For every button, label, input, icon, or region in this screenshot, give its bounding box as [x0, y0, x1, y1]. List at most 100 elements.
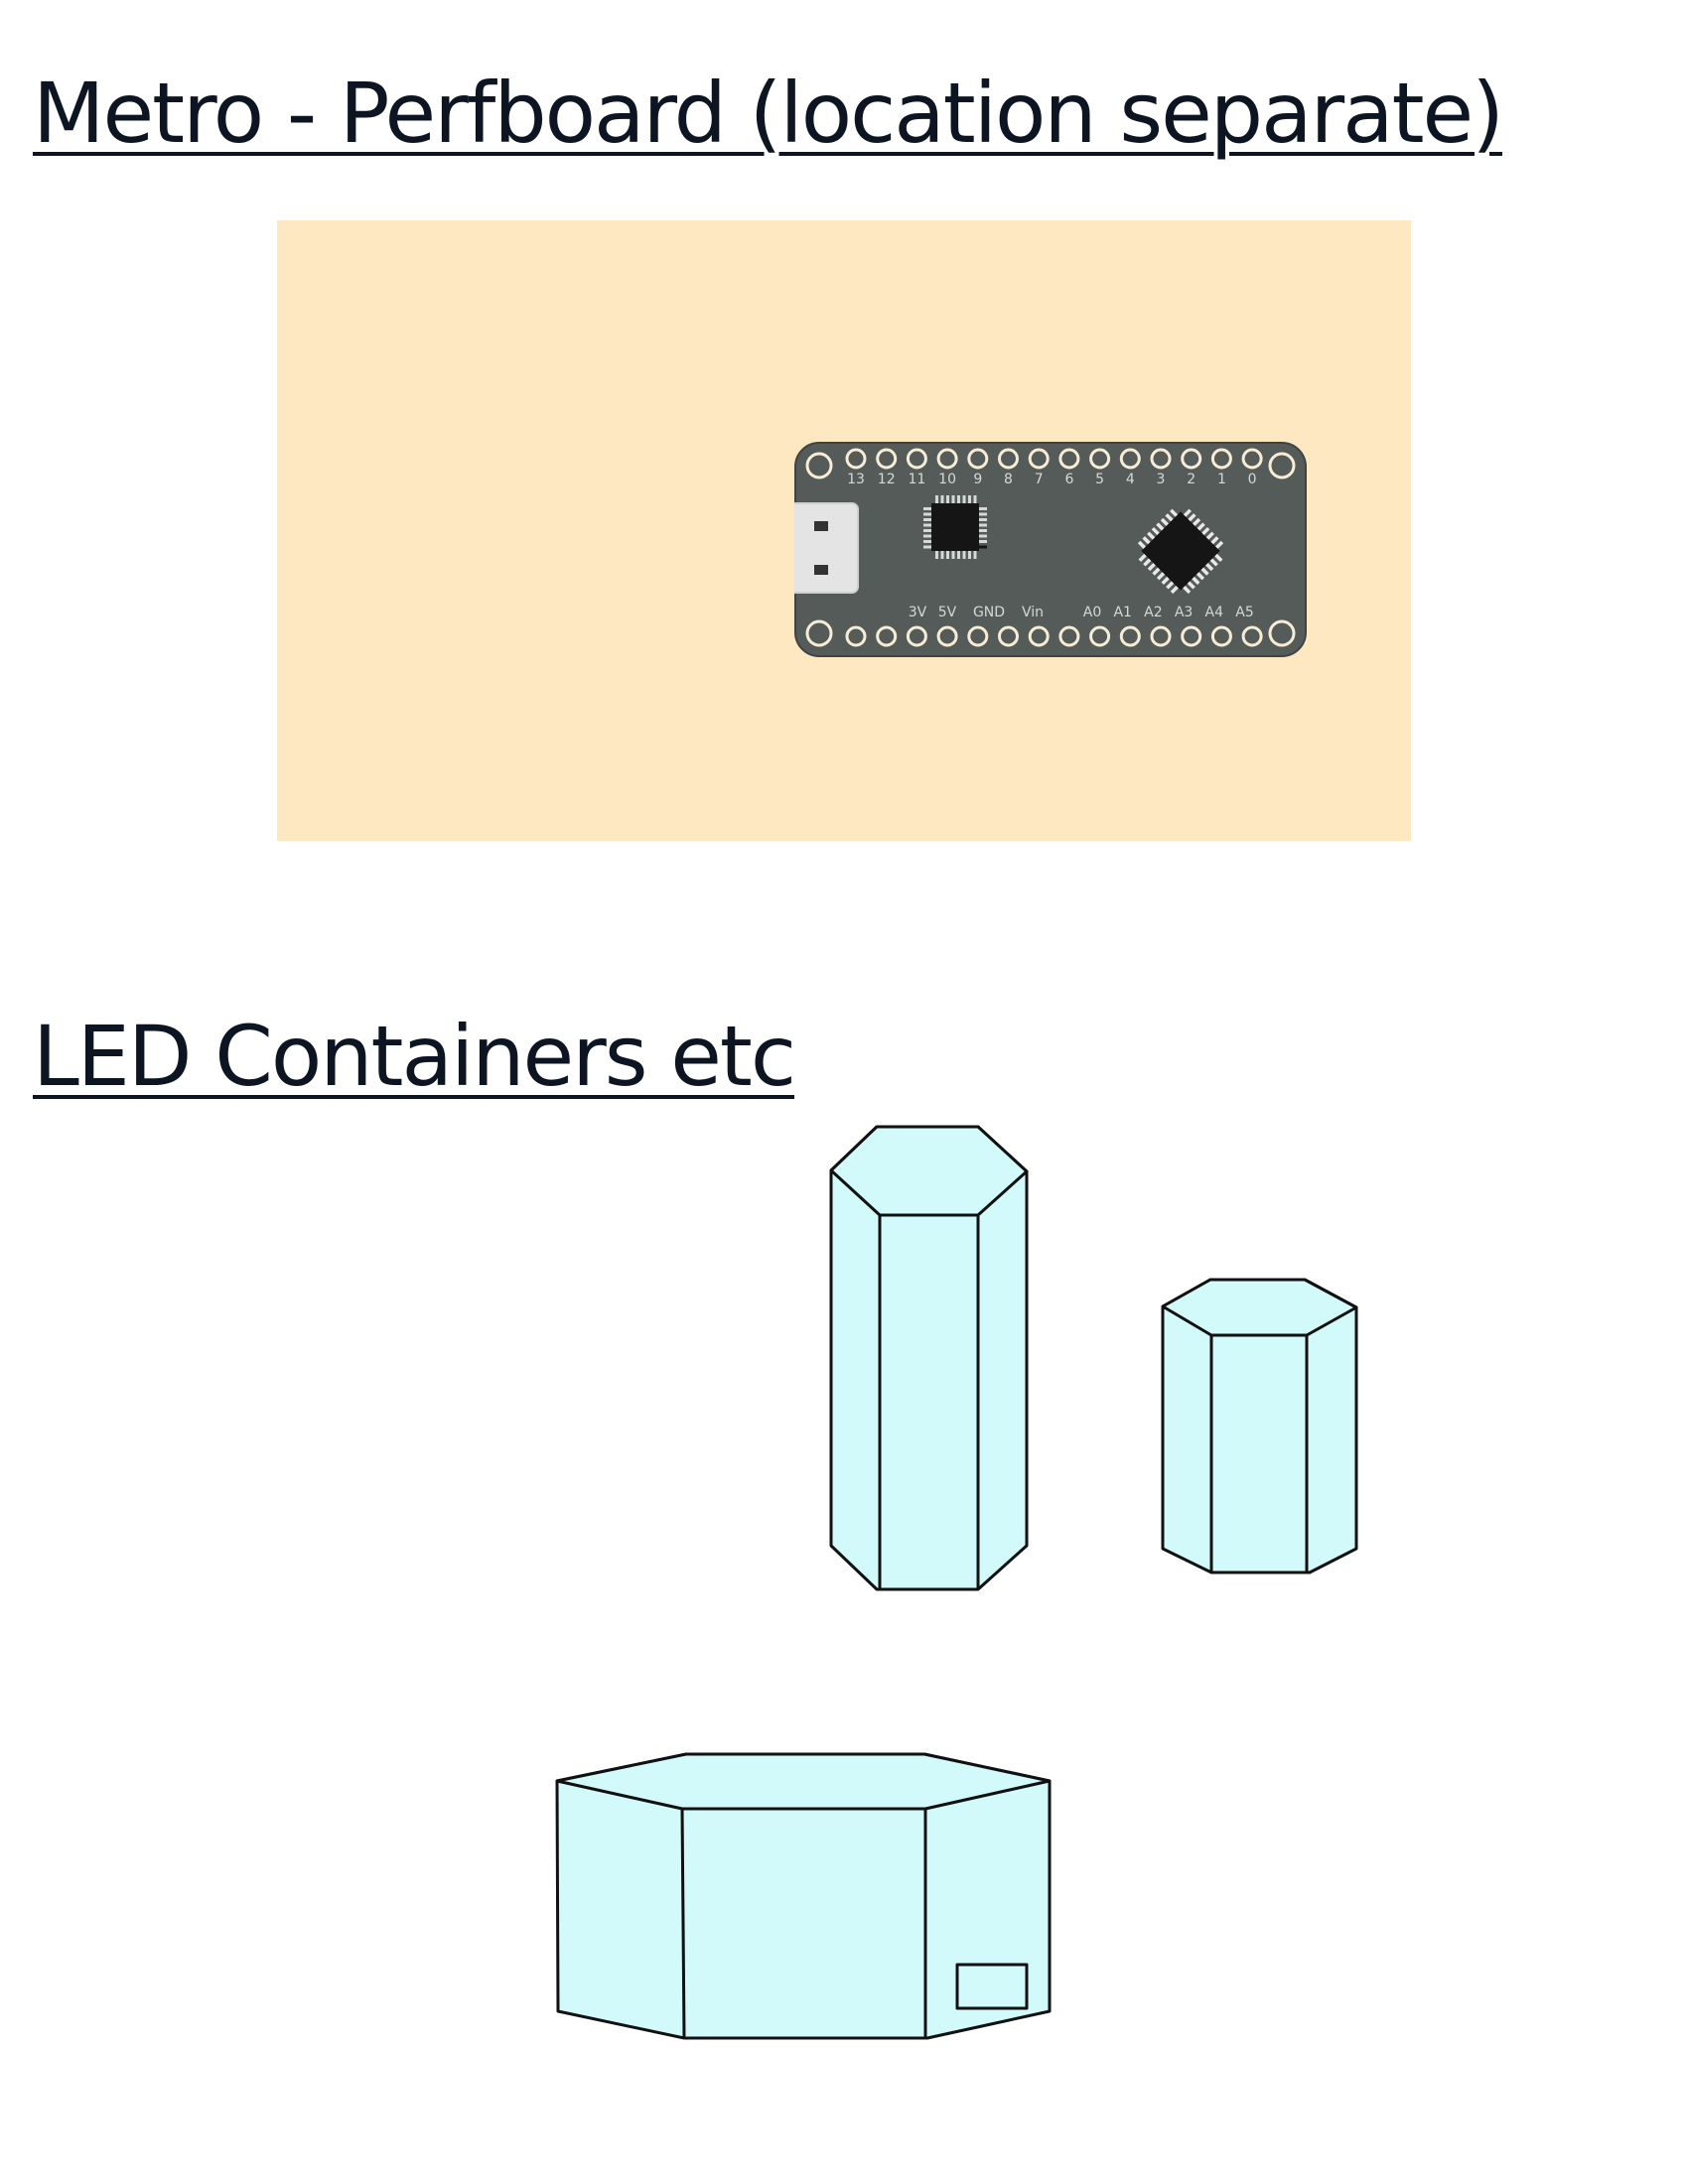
chip-pin: [1192, 517, 1201, 527]
pin-label: 13: [847, 472, 865, 487]
pin-label: 9: [973, 472, 982, 487]
pin-label: 4: [1126, 472, 1135, 487]
pin-label: Vin: [1022, 605, 1044, 620]
chip-pin: [923, 529, 932, 532]
chip-pin: [946, 550, 949, 559]
chip-pin: [1138, 553, 1148, 562]
chip-pin: [940, 495, 944, 504]
chip-pin: [923, 507, 932, 510]
chip-pin: [978, 512, 987, 516]
pin-label: 12: [878, 472, 896, 487]
pin-hole: [1210, 625, 1232, 647]
wide-hexagonal-container: [555, 1752, 1052, 2040]
pin-hole: [1150, 625, 1172, 647]
chip-pin: [973, 550, 977, 559]
pin-label: 6: [1064, 472, 1073, 487]
chip-pin: [1191, 576, 1200, 585]
chip-pin: [1187, 580, 1196, 590]
pin-label: 3: [1157, 472, 1166, 487]
chip-pin: [1161, 576, 1171, 585]
chip-pin: [1151, 526, 1161, 536]
chip-pin: [923, 540, 932, 543]
chip-pin: [978, 545, 987, 549]
chip-pin: [1213, 553, 1223, 562]
pin-hole: [1119, 625, 1141, 647]
pin-hole: [936, 448, 958, 470]
mounting-hole-icon: [805, 619, 833, 647]
pin-hole: [1150, 448, 1172, 470]
pin-hole: [998, 625, 1019, 647]
pin-hole: [1241, 448, 1263, 470]
pin-label: A4: [1205, 605, 1224, 620]
main-chip-icon: [1137, 508, 1224, 595]
pin-label: 2: [1187, 472, 1196, 487]
mounting-hole-icon: [1268, 619, 1296, 647]
chip-pin: [1147, 531, 1156, 541]
pin-label: 7: [1035, 472, 1044, 487]
pin-hole: [967, 625, 989, 647]
chip-pin: [1196, 522, 1205, 532]
chip-pin: [1214, 540, 1224, 550]
pin-hole: [1058, 625, 1080, 647]
chip-pin: [1156, 571, 1166, 581]
chip-pin: [1165, 513, 1175, 523]
chip-pin: [978, 523, 987, 527]
chip-pin: [951, 495, 955, 504]
usb-connector-icon: [794, 502, 859, 594]
pin-label: GND: [973, 605, 1005, 620]
mounting-hole-icon: [805, 452, 833, 479]
chip-pin: [1208, 557, 1218, 567]
chip-pin: [923, 512, 932, 516]
pin-label: 1: [1217, 472, 1226, 487]
pin-hole: [906, 625, 927, 647]
pin-hole: [1181, 625, 1202, 647]
chip-pin: [968, 550, 971, 559]
chip-pin: [940, 550, 944, 559]
chip-pin: [1137, 540, 1147, 550]
chip-pin: [1209, 536, 1219, 545]
pin-label: 10: [938, 472, 956, 487]
pin-hole: [1210, 448, 1232, 470]
pin-label: 5: [1095, 472, 1104, 487]
chip-pin: [1142, 536, 1152, 545]
mounting-holes: [805, 452, 1296, 647]
chip-pin: [935, 550, 938, 559]
pin-hole: [1181, 448, 1202, 470]
pin-hole: [1089, 625, 1111, 647]
top-pin-header: [845, 448, 1263, 470]
chip-pin: [962, 495, 966, 504]
pin-label: 5V: [938, 605, 957, 620]
chip-pin: [973, 495, 977, 504]
short-hexagonal-container: [1161, 1278, 1358, 1574]
chip-pin: [1160, 517, 1170, 527]
chip-pin: [923, 534, 932, 538]
chip-pin: [1156, 522, 1166, 532]
metro-perfboard-heading: Metro - Perfboard (location separate): [33, 65, 1504, 162]
chip-pin: [978, 507, 987, 510]
chip-pin: [978, 529, 987, 532]
chip-pin: [1205, 531, 1214, 541]
chip-pin: [923, 545, 932, 549]
chip-pin: [1200, 526, 1210, 536]
pin-label: A5: [1235, 605, 1253, 620]
pin-hole: [1241, 625, 1263, 647]
chip-pin: [1187, 513, 1196, 523]
chip-pin: [1152, 566, 1162, 576]
pin-label: A2: [1144, 605, 1162, 620]
pin-label: 8: [1004, 472, 1013, 487]
pin-hole: [1028, 448, 1050, 470]
chip-pin: [1183, 508, 1192, 518]
port-cutout-icon: [955, 1963, 1029, 2010]
chip-pin: [1147, 562, 1157, 572]
pin-label: 0: [1248, 472, 1257, 487]
chip-pin: [946, 495, 949, 504]
chip-pin: [1143, 557, 1153, 567]
pin-hole: [876, 448, 898, 470]
small-chip-icon: [923, 495, 987, 559]
chip-pin: [962, 550, 966, 559]
pin-label: A0: [1083, 605, 1101, 620]
pin-hole: [967, 448, 989, 470]
chip-pin: [957, 495, 960, 504]
